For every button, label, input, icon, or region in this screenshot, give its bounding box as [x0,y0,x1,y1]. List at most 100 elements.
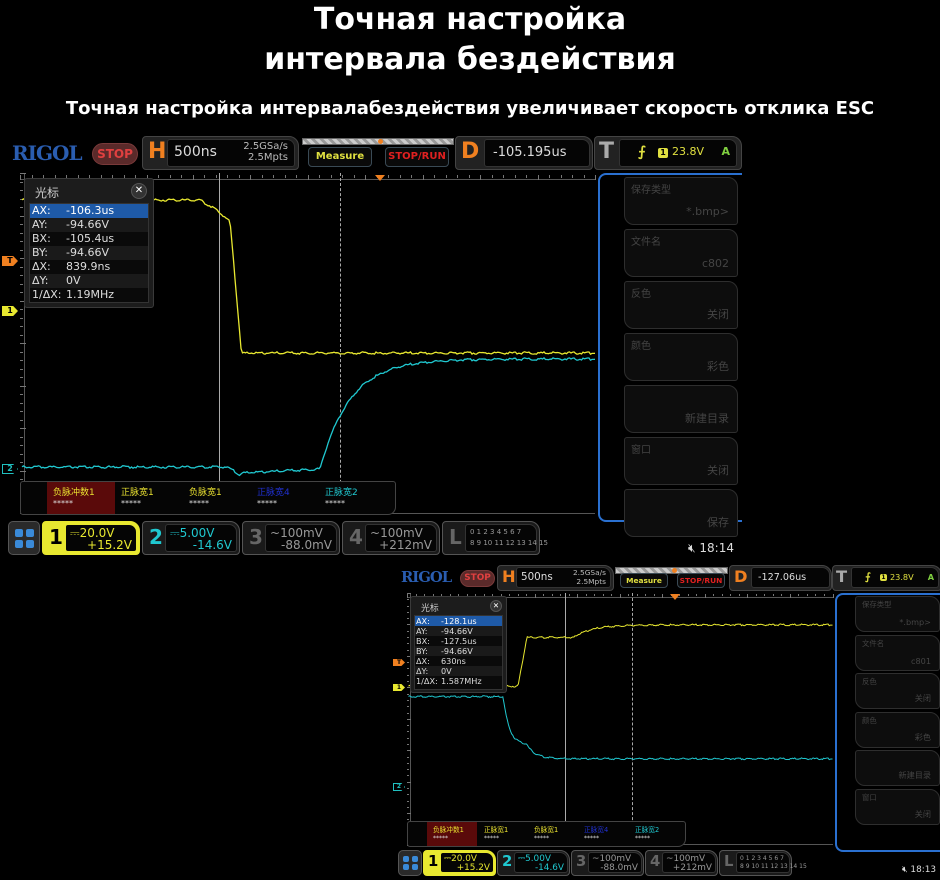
cursor-b-line[interactable] [340,173,341,513]
dc-coupling-icon: ⎓ [170,526,180,540]
trigger-level-marker[interactable]: T [393,659,405,666]
side-menu-item[interactable]: 窗口关闭 [855,789,940,825]
channel-scale-value: 100mV [280,526,323,540]
ch2-offset-marker[interactable]: 2 [393,783,405,791]
cursor-readout-row[interactable]: AY:-94.66V [30,218,148,232]
cursor-readout-row[interactable]: 1/ΔX:1.587MHz [415,676,502,686]
measurement-item[interactable]: 负脉冲数1***** [47,482,115,514]
app-menu-button[interactable] [8,521,40,555]
channel-1-settings[interactable]: 1⎓20.0V+15.2V [423,850,496,876]
ruler-tick [423,175,424,180]
measurement-item[interactable]: 正脉宽2***** [319,482,387,514]
channel-1-settings[interactable]: 1⎓20.0V+15.2V [42,521,140,555]
cursor-readout-row[interactable]: ΔY:0V [30,274,148,288]
cursor-readout-row[interactable]: BX:-105.4us [30,232,148,246]
channel-4-settings[interactable]: 4~100mV+212mV [645,850,718,876]
ruler-tick [407,794,409,795]
cursor-b-line[interactable] [632,593,633,845]
cursor-readout-key: BY: [416,646,428,656]
side-menu-item[interactable]: 颜色彩色 [624,333,738,381]
measurement-bar[interactable]: 负脉冲数1*****正脉宽1*****负脉宽1*****正脉宽4*****正脉宽… [20,481,396,515]
channel-4-settings[interactable]: 4~100mV+212mV [342,521,440,555]
side-menu-item[interactable]: 保存类型*.bmp> [855,596,940,632]
cursor-readout-row[interactable]: BY:-94.66V [415,646,502,656]
cursor-readout-row[interactable]: ΔX:630ns [415,656,502,666]
cursor-readout-row[interactable]: ΔX:839.9ns [30,260,148,274]
stop-run-button[interactable]: STOP/RUN [385,147,449,167]
channel-number: 4 [650,853,661,870]
cursor-readout-row[interactable]: BY:-94.66V [30,246,148,260]
trigger-position-marker[interactable] [670,594,680,600]
ruler-tick [20,190,23,191]
trigger-level-marker[interactable]: T [2,256,18,266]
measurement-item[interactable]: 负脉宽1***** [183,482,251,514]
trigger-position-marker[interactable] [375,175,385,181]
measure-button[interactable]: Measure [620,573,668,588]
measurement-bar[interactable]: 负脉冲数1*****正脉宽1*****负脉宽1*****正脉宽4*****正脉宽… [407,821,686,847]
cursor-readout-row[interactable]: ΔY:0V [415,666,502,676]
ch1-offset-marker[interactable]: 1 [393,684,405,691]
cursor-readout-row[interactable]: AX:-106.3us [30,204,148,218]
run-state-indicator[interactable]: STOP [92,143,138,165]
close-icon[interactable]: ✕ [131,183,147,199]
cursor-readout-row[interactable]: AX:-128.1us [415,616,502,626]
close-icon[interactable]: ✕ [490,600,502,612]
cursor-readout-row[interactable]: BX:-127.5us [415,636,502,646]
channel-2-settings[interactable]: 2⎓5.00V-14.6V [142,521,240,555]
trigger-mode: A [927,572,934,582]
channel-2-settings[interactable]: 2⎓5.00V-14.6V [497,850,570,876]
channel-scale: ~100mV [592,854,631,864]
app-menu-button[interactable] [398,850,422,876]
run-state-indicator[interactable]: STOP [460,570,495,587]
measurement-item[interactable]: 正脉宽2***** [629,822,679,846]
waveform-position-slider[interactable] [615,567,728,574]
ruler-tick [696,594,697,596]
measure-button[interactable]: Measure [308,147,372,167]
ruler-tick [407,769,409,770]
channel-scale: ⎓20.0V [444,854,477,864]
side-menu-item[interactable]: 新建目录 [624,385,738,433]
measurement-item[interactable]: 正脉宽4***** [251,482,319,514]
cursor-a-line[interactable] [565,593,566,845]
measurement-item[interactable]: 正脉宽1***** [478,822,528,846]
measurement-item[interactable]: 负脉冲数1***** [427,822,477,846]
stop-run-button[interactable]: STOP/RUN [677,573,725,588]
channel-3-settings[interactable]: 3~100mV-88.0mV [571,850,644,876]
speaker-muted-icon[interactable]: 🔇︎ [688,541,700,555]
horizontal-label: H [148,139,167,164]
channel-scale-value: 100mV [380,526,423,540]
cursor-a-line[interactable] [219,173,220,513]
cursor-readout-row[interactable]: AY:-94.66V [415,626,502,636]
side-menu-item[interactable]: 反色关闭 [624,281,738,329]
measurement-item[interactable]: 负脉宽1***** [528,822,578,846]
ch2-offset-marker[interactable]: 2 [2,464,18,474]
delay-settings[interactable]: D-127.06us [729,565,832,591]
channel-scale-value: 20.0V [451,854,477,864]
side-menu-item[interactable]: 保存 [624,489,738,537]
ruler-tick [262,175,263,178]
waveform-position-slider[interactable] [302,138,454,145]
speaker-muted-icon[interactable]: 🔇︎ [902,865,911,875]
measurement-item[interactable]: 正脉宽4***** [578,822,628,846]
side-menu-item[interactable]: 新建目录 [855,750,940,786]
side-menu-item[interactable]: 反色关闭 [855,673,940,709]
side-menu-item[interactable]: 保存类型*.bmp> [624,177,738,225]
logic-bits-row2: 8 9 10 11 12 13 14 15 [740,863,807,870]
side-menu-item[interactable]: 颜色彩色 [855,712,940,748]
measurement-item[interactable]: 正脉宽1***** [115,482,183,514]
cursor-readout-row[interactable]: 1/ΔX:1.19MHz [30,288,148,302]
side-menu-item[interactable]: 窗口关闭 [624,437,738,485]
delay-settings[interactable]: D-105.195us [455,136,593,170]
channel-3-settings[interactable]: 3~100mV-88.0mV [242,521,340,555]
ch1-offset-marker[interactable]: 1 [2,306,18,316]
